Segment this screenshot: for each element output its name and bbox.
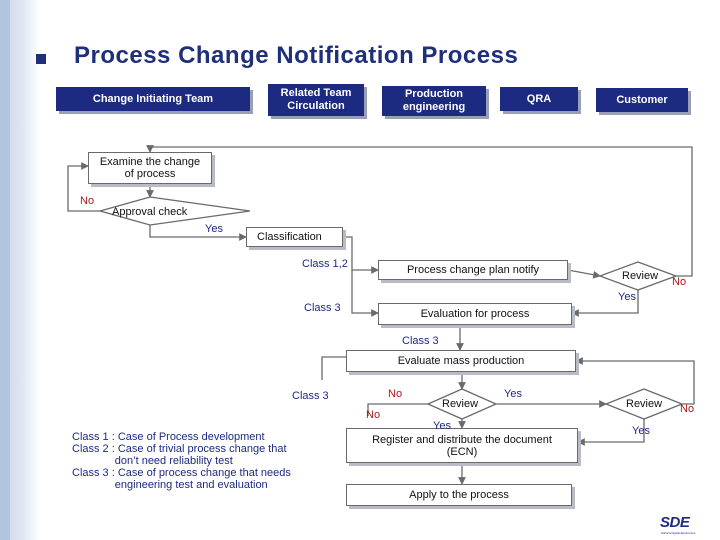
arrow-class3-left [321,356,346,380]
arrow-approval-no-loop [67,162,100,212]
slide-edge-band [0,0,10,540]
step-evaluate-mass-production: Evaluate mass production [346,350,576,372]
arrow-review1-no-loop [152,146,693,277]
company-logo: SDE Sahara Digital Electronics [660,514,716,536]
step-process-change-plan-notify: Process change plan notify [378,260,568,280]
step-examine-change: Examine the change of process [88,152,212,184]
arrow-review2-yes-to-register [577,419,645,446]
page-title: Process Change Notification Process [74,42,519,69]
arrow-notify-to-review [567,269,601,279]
step-classification: Classification [246,227,343,247]
label-qra-no-top: No [388,388,403,400]
lane-header-qra: QRA [500,87,578,111]
label-review2-yes: Yes [632,425,650,437]
lane-header-change-initiating-team: Change Initiating Team [56,87,250,111]
label-class-3-mass: Class 3 [402,335,439,347]
title-bullet-icon [36,54,46,64]
step-review-customer-1-label: Review [622,270,659,282]
label-approval-no: No [80,195,95,207]
lane-header-production-engineering: Production engineering [382,86,486,116]
step-review-customer-2-label: Review [626,398,663,410]
arrow-classification-class12 [343,236,379,274]
logo-text: SDE [660,514,690,531]
arrow-classification-class3 [351,270,379,317]
arrow-review1-no-loop-end [146,145,154,153]
label-review1-yes: Yes [618,291,636,303]
step-register-distribute-ecn: Register and distribute the document (EC… [346,428,578,463]
legend-line: engineering test and evaluation [72,479,268,491]
lane-header-related-team: Related Team Circulation [268,84,364,116]
arrow-qra-no [367,403,428,416]
label-review1-no: No [672,276,687,288]
label-class-1-2: Class 1,2 [302,258,348,270]
step-approval-check-label: Approval check [112,206,188,218]
label-qra-no-bottom: No [366,409,381,421]
lane-header-customer: Customer [596,88,688,112]
class-legend: Class 1 : Case of Process development Cl… [72,431,332,491]
step-evaluation-for-process: Evaluation for process [378,303,572,325]
legend-line: Class 2 : Case of trivial process change… [72,443,287,455]
arrow-review2-no-loop [575,357,695,405]
step-apply-to-process: Apply to the process [346,484,572,506]
logo-subtext: Sahara Digital Electronics [661,531,696,535]
label-qra-yes-down: Yes [433,420,451,432]
arrow-approval-to-classification [149,225,247,241]
legend-line: Class 3 : Case of process change that ne… [72,467,291,479]
legend-line: Class 1 : Case of Process development [72,431,265,443]
label-review2-no: No [680,403,695,415]
label-class-3-evaluation: Class 3 [304,302,341,314]
arrow-review1-yes-to-evaluation [571,290,639,317]
label-approval-yes: Yes [205,223,223,235]
label-class-3-left: Class 3 [292,390,329,402]
legend-line: don’t need reliability test [72,455,233,467]
step-review-qra-label: Review [442,398,479,410]
label-qra-yes-right: Yes [504,388,522,400]
